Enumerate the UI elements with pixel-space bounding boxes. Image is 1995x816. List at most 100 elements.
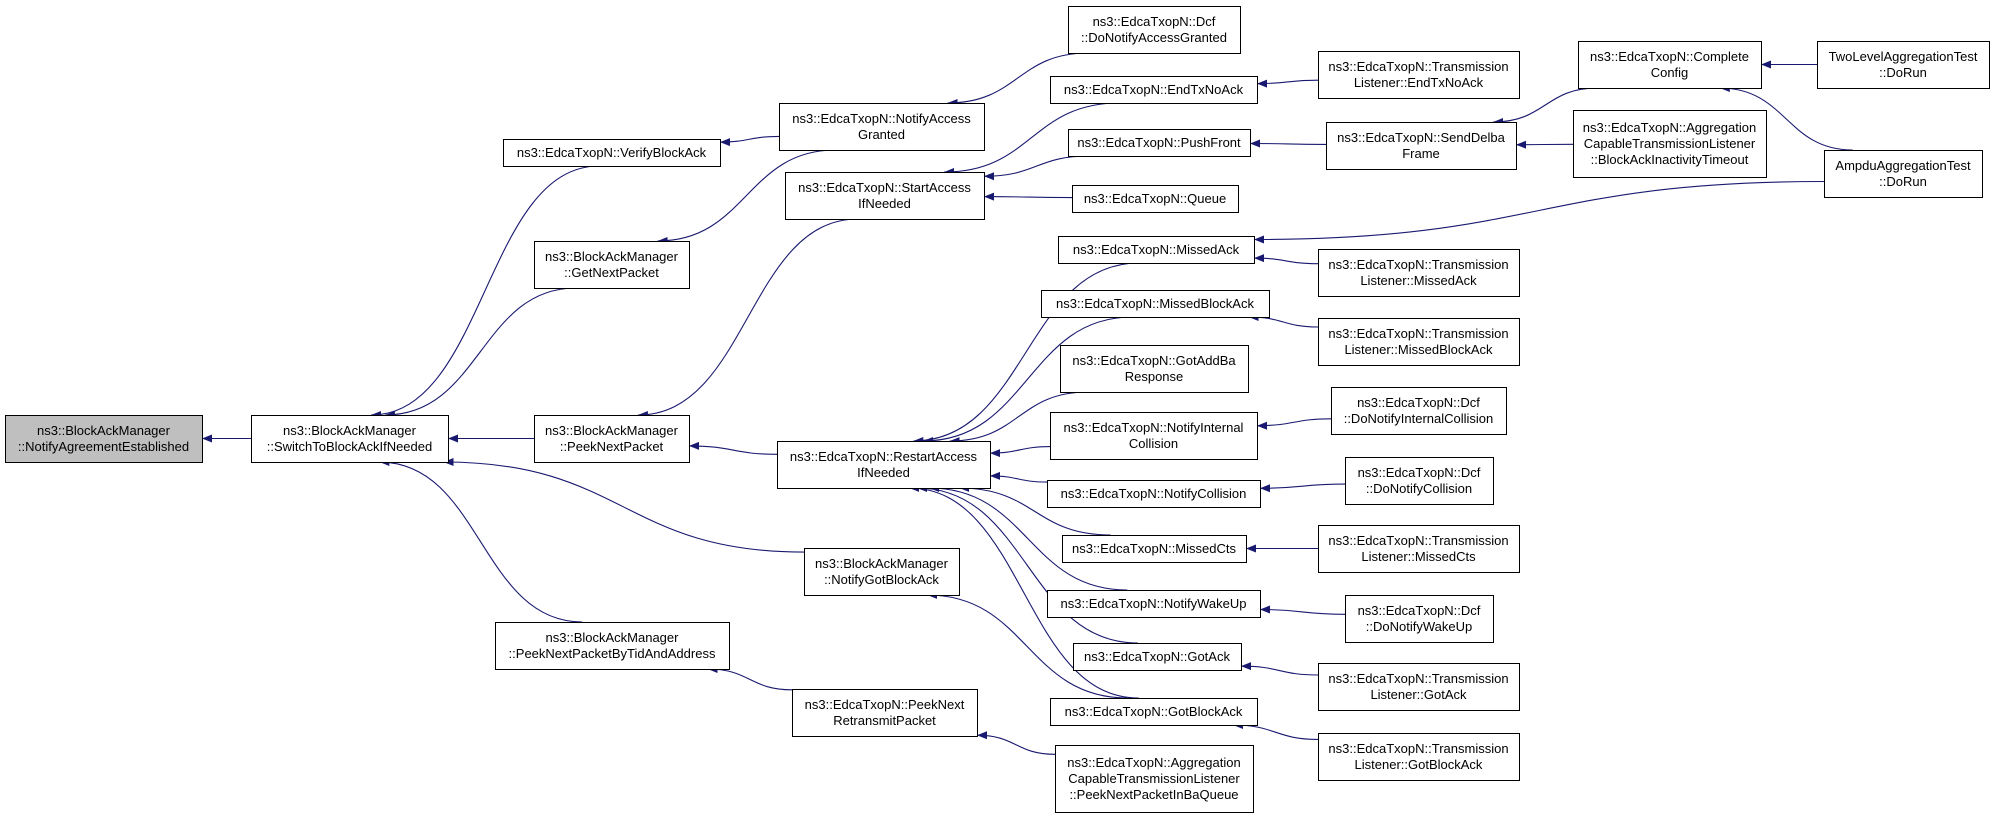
node-peekinba[interactable]: ns3::EdcaTxopN::AggregationCapableTransm…	[1055, 745, 1254, 813]
node-label-line: ns3::EdcaTxopN::NotifyInternal	[1064, 420, 1244, 435]
node-box	[1318, 318, 1520, 366]
call-edge-missedcts-to-restartaccess	[959, 484, 1111, 536]
node-label-line: ns3::EdcaTxopN::GotAddBa	[1072, 353, 1236, 368]
node-label-line: ns3::BlockAckManager	[545, 423, 679, 438]
call-edge-notifygotba-to-switch	[443, 458, 805, 553]
node-box	[1318, 51, 1520, 99]
call-edge-tl-missedblockack-to-missedblockack	[1248, 313, 1319, 328]
node-switch[interactable]: ns3::BlockAckManager::SwitchToBlockAckIf…	[251, 415, 449, 463]
node-label-line: ns3::EdcaTxopN::PushFront	[1077, 135, 1241, 150]
node-missedblockack[interactable]: ns3::EdcaTxopN::MissedBlockAck	[1041, 290, 1270, 318]
node-label-line: Config	[1651, 65, 1689, 80]
node-missedcts[interactable]: ns3::EdcaTxopN::MissedCts	[1062, 535, 1247, 563]
node-pushfront[interactable]: ns3::EdcaTxopN::PushFront	[1068, 129, 1251, 157]
node-label-line: ns3::BlockAckManager	[283, 423, 417, 438]
node-notifywakeup[interactable]: ns3::EdcaTxopN::NotifyWakeUp	[1047, 590, 1261, 618]
call-edge-ampdu-to-missedack	[1253, 180, 1825, 244]
node-notifycollision[interactable]: ns3::EdcaTxopN::NotifyCollision	[1047, 480, 1261, 508]
node-box	[1068, 6, 1241, 54]
node-peektid[interactable]: ns3::BlockAckManager::PeekNextPacketByTi…	[495, 622, 730, 670]
node-label-line: IfNeeded	[857, 465, 910, 480]
call-edge-restartaccess-to-peeknext	[688, 441, 778, 455]
node-label-line: Listener::MissedBlockAck	[1344, 342, 1493, 357]
node-label-line: TwoLevelAggregationTest	[1829, 49, 1978, 64]
node-box	[1055, 745, 1254, 813]
node-label-line: ns3::BlockAckManager	[545, 249, 679, 264]
node-label-line: ns3::EdcaTxopN::Transmission	[1328, 326, 1508, 341]
node-box	[1817, 41, 1990, 89]
node-tl-missedcts[interactable]: ns3::EdcaTxopN::TransmissionListener::Mi…	[1318, 525, 1520, 573]
node-label-line: ns3::EdcaTxopN::StartAccess	[798, 180, 971, 195]
node-label-line: ns3::EdcaTxopN::Transmission	[1328, 257, 1508, 272]
node-endtxnoack[interactable]: ns3::EdcaTxopN::EndTxNoAck	[1050, 76, 1258, 104]
node-verifyba[interactable]: ns3::EdcaTxopN::VerifyBlockAck	[503, 139, 721, 167]
call-edge-tl-missedack-to-missedack	[1253, 254, 1319, 265]
node-dcf-collision[interactable]: ns3::EdcaTxopN::Dcf::DoNotifyCollision	[1345, 457, 1494, 505]
node-box	[503, 139, 721, 167]
node-label-line: ns3::EdcaTxopN::Transmission	[1328, 59, 1508, 74]
node-box	[1345, 595, 1494, 643]
node-gotblockack[interactable]: ns3::EdcaTxopN::GotBlockAck	[1050, 698, 1258, 726]
node-box	[1345, 457, 1494, 505]
node-dcf-wakeup[interactable]: ns3::EdcaTxopN::Dcf::DoNotifyWakeUp	[1345, 595, 1494, 643]
node-label-line: ::DoRun	[1879, 65, 1927, 80]
node-label-line: ns3::EdcaTxopN::GotAck	[1084, 649, 1230, 664]
node-label-line: CapableTransmissionListener	[1584, 136, 1756, 151]
node-gotack[interactable]: ns3::EdcaTxopN::GotAck	[1073, 643, 1242, 671]
call-edges	[202, 52, 1853, 755]
node-tl-gotblockack[interactable]: ns3::EdcaTxopN::TransmissionListener::Go…	[1318, 733, 1520, 781]
node-label-line: Listener::MissedAck	[1360, 273, 1477, 288]
node-tl-endtxnoack[interactable]: ns3::EdcaTxopN::TransmissionListener::En…	[1318, 51, 1520, 99]
node-box	[1068, 129, 1251, 157]
node-box	[804, 548, 960, 596]
node-box	[1318, 249, 1520, 297]
node-label-line: ::DoNotifyCollision	[1366, 481, 1472, 496]
call-edge-missedack-to-restartaccess	[913, 262, 1139, 445]
node-tl-missedblockack[interactable]: ns3::EdcaTxopN::TransmissionListener::Mi…	[1318, 318, 1520, 366]
node-getnext[interactable]: ns3::BlockAckManager::GetNextPacket	[534, 241, 690, 289]
node-label-line: ns3::EdcaTxopN::MissedBlockAck	[1056, 296, 1254, 311]
call-edge-gotblockack-to-restartaccess	[909, 484, 1139, 699]
node-peeknext[interactable]: ns3::BlockAckManager::PeekNextPacket	[534, 415, 690, 463]
call-edge-dcfaccess-to-notifyaccess	[947, 52, 1089, 107]
node-dcf-internal[interactable]: ns3::EdcaTxopN::Dcf::DoNotifyInternalCol…	[1331, 387, 1507, 435]
node-label-line: ::BlockAckInactivityTimeout	[1591, 152, 1749, 167]
node-label-line: ns3::EdcaTxopN::NotifyWakeUp	[1061, 596, 1247, 611]
node-twolevel[interactable]: TwoLevelAggregationTest::DoRun	[1817, 41, 1990, 89]
node-bainactivity[interactable]: ns3::EdcaTxopN::AggregationCapableTransm…	[1573, 110, 1767, 178]
call-edge-gotblockack-to-notifygotba	[927, 591, 1128, 699]
node-tl-gotack[interactable]: ns3::EdcaTxopN::TransmissionListener::Go…	[1318, 663, 1520, 711]
node-label-line: Listener::GotAck	[1370, 687, 1467, 702]
node-box	[1318, 525, 1520, 573]
call-edge-startaccess-to-peeknext	[637, 218, 859, 419]
node-box	[1041, 290, 1270, 318]
call-edge-notifywakeup-to-restartaccess	[929, 484, 1128, 591]
node-box	[1573, 110, 1767, 178]
node-label-line: ns3::EdcaTxopN::Queue	[1084, 191, 1226, 206]
node-tl-missedack[interactable]: ns3::EdcaTxopN::TransmissionListener::Mi…	[1318, 249, 1520, 297]
node-ampdu[interactable]: AmpduAggregationTest::DoRun	[1824, 150, 1983, 198]
node-queue[interactable]: ns3::EdcaTxopN::Queue	[1072, 185, 1239, 213]
call-edge-queue-to-startaccess	[983, 192, 1073, 201]
node-missedack[interactable]: ns3::EdcaTxopN::MissedAck	[1058, 236, 1255, 264]
call-edge-tl-gotack-to-gotack	[1240, 662, 1319, 676]
node-box	[1326, 122, 1517, 170]
call-edge-dcf-collision-to-notifycollision	[1259, 483, 1346, 493]
node-box	[534, 241, 690, 289]
node-label-line: ns3::EdcaTxopN::Transmission	[1328, 741, 1508, 756]
node-notifygotba[interactable]: ns3::BlockAckManager::NotifyGotBlockAck	[804, 548, 960, 596]
node-dcfaccess[interactable]: ns3::EdcaTxopN::Dcf::DoNotifyAccessGrant…	[1068, 6, 1241, 54]
call-edge-gotaddba-to-restartaccess	[949, 391, 1088, 445]
node-notifyinternal[interactable]: ns3::EdcaTxopN::NotifyInternalCollision	[1050, 412, 1258, 460]
node-notifyaccess[interactable]: ns3::EdcaTxopN::NotifyAccessGranted	[779, 103, 985, 151]
node-box	[534, 415, 690, 463]
node-label-line: RetransmitPacket	[833, 713, 936, 728]
call-edge-getnext-to-switch	[384, 287, 577, 419]
call-edge-notifyaccess-to-verifyba	[719, 135, 780, 147]
